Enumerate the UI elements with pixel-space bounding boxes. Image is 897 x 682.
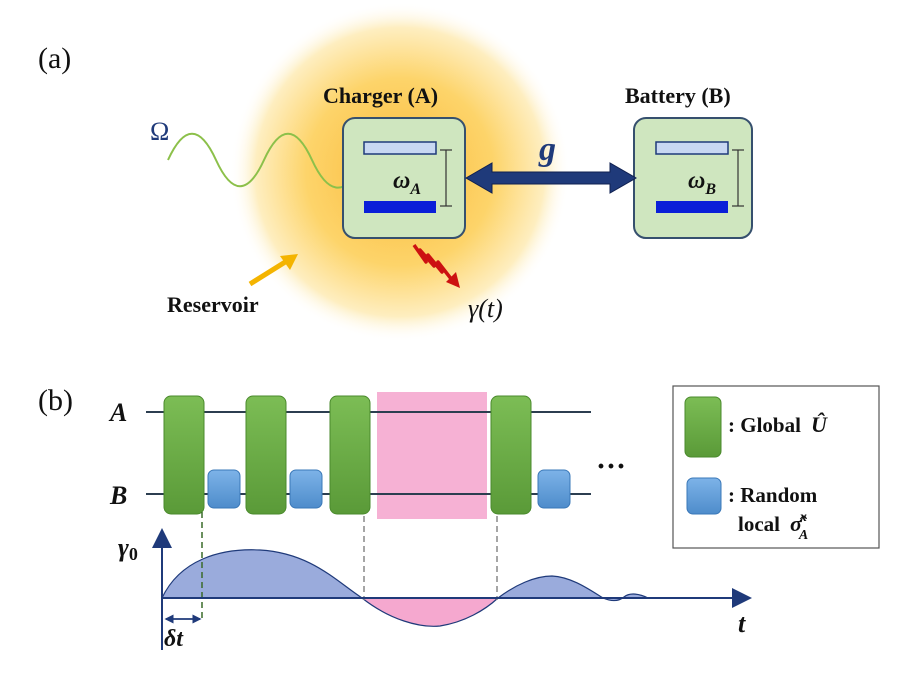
- battery-label: Battery (B): [625, 83, 731, 108]
- y-axis-label: γ0: [118, 533, 138, 564]
- gamma-negative-lobe: [360, 597, 500, 627]
- reservoir-label: Reservoir: [167, 292, 259, 317]
- global-gate: [490, 395, 532, 515]
- random-local-gate: [289, 469, 323, 509]
- omega-a-label: ωA: [393, 168, 421, 198]
- charger-label: Charger (A): [323, 83, 438, 108]
- gamma-positive-lobe-1: [161, 549, 364, 599]
- panel-a-label: (a): [38, 42, 71, 75]
- row-b-label: B: [109, 481, 127, 510]
- gamma-positive-lobe-2: [496, 575, 606, 599]
- battery-excited-level: [655, 141, 729, 155]
- decay-wiggle: [412, 243, 454, 282]
- charger-ground-level: [364, 201, 436, 213]
- charger-excited-level: [363, 141, 437, 155]
- delta-t-label: δt: [164, 626, 184, 652]
- x-axis-label: t: [738, 609, 746, 638]
- decay-arrow-head: [446, 272, 460, 288]
- decay-label: γ(t): [468, 294, 503, 323]
- battery-ground-level: [656, 201, 728, 213]
- global-gate: [245, 395, 287, 515]
- random-local-gate: [537, 469, 571, 509]
- reservoir-arrow-head: [280, 254, 298, 270]
- legend-global-swatch: [684, 396, 722, 458]
- random-local-gate: [207, 469, 241, 509]
- coupling-label: g: [538, 131, 556, 168]
- drive-wave: [167, 132, 361, 189]
- coupling-arrow: [464, 162, 638, 194]
- legend-random-swatch: [686, 477, 722, 515]
- global-gate: [163, 395, 205, 515]
- pink-region: [377, 392, 487, 519]
- legend-random-text: : Random: [728, 483, 818, 507]
- row-a-label: A: [108, 398, 127, 427]
- reservoir-arrow: [248, 256, 292, 287]
- ellipsis: ···: [596, 450, 626, 483]
- omega-drive-label: Ω: [150, 117, 169, 146]
- panel-b-label: (b): [38, 384, 73, 417]
- omega-b-label: ωB: [688, 168, 716, 198]
- global-gate: [329, 395, 371, 515]
